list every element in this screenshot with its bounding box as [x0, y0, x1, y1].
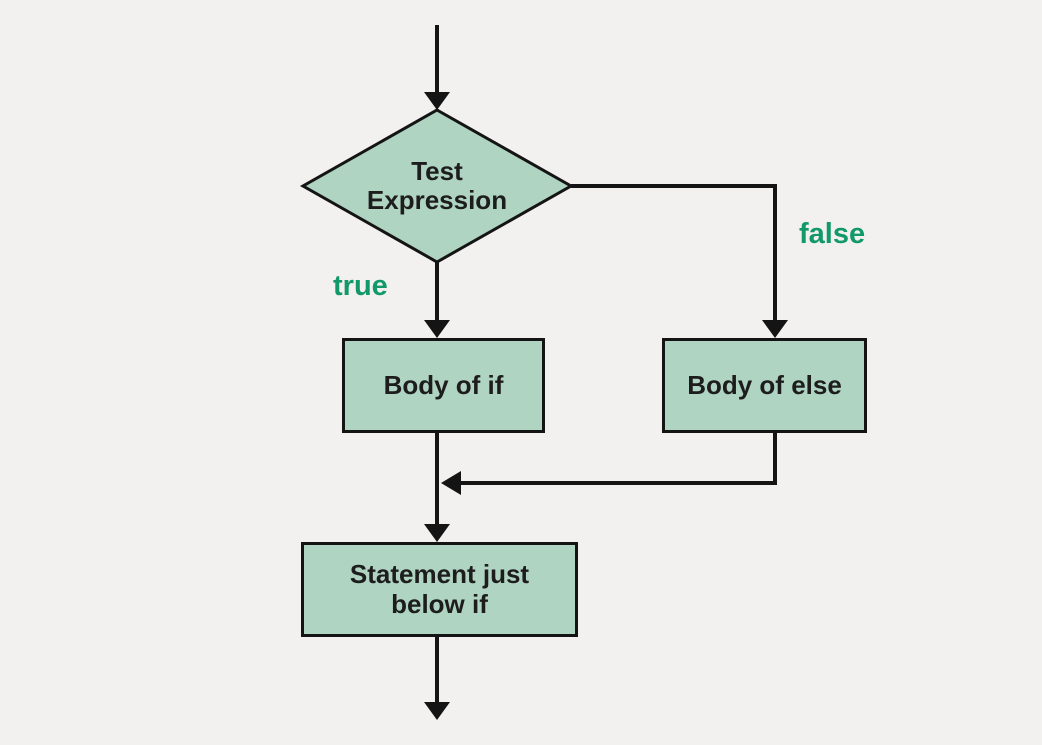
- decision-diamond-shape: [299, 108, 575, 264]
- false-branch-line: [571, 184, 777, 323]
- entry-arrowhead-icon: [424, 92, 450, 110]
- true-branch-label: true: [333, 270, 388, 302]
- body-of-if-label: Body of if: [383, 369, 504, 400]
- statement-entry-arrowhead-icon: [424, 524, 450, 542]
- statement-below-if-node: Statement just below if: [301, 542, 578, 637]
- false-branch-arrowhead-icon: [762, 320, 788, 338]
- body-of-else-label: Body of else: [687, 369, 842, 400]
- false-branch-label: false: [799, 218, 866, 250]
- exit-arrowhead-icon: [424, 702, 450, 720]
- body-of-else-node: Body of else: [662, 338, 867, 433]
- statement-label-line1: Statement just: [349, 559, 530, 590]
- merge-arrowhead-icon: [441, 471, 461, 495]
- else-exit-merge-line: [459, 433, 777, 485]
- statement-label-line2: below if: [391, 588, 488, 619]
- body-of-if-node: Body of if: [342, 338, 545, 433]
- true-branch-arrowhead-icon: [424, 320, 450, 338]
